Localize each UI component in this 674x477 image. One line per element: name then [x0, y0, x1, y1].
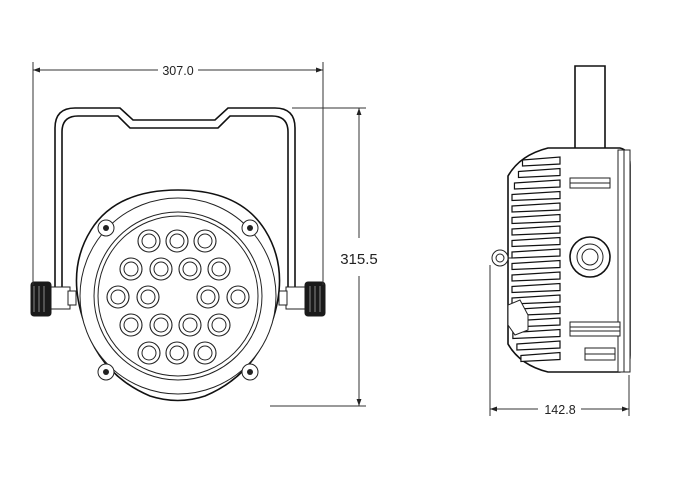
led-lens — [149, 313, 173, 337]
led-lens — [178, 257, 202, 281]
led-lens — [193, 341, 217, 365]
left-knob — [30, 281, 77, 317]
cooling-fin — [511, 294, 561, 305]
fixture-housing — [75, 189, 281, 402]
led-lens — [119, 257, 143, 281]
led-lens — [137, 341, 161, 365]
led-lens — [196, 285, 220, 309]
height-dimension: 315.5 — [270, 107, 378, 407]
led-lens — [207, 313, 231, 337]
cooling-fin — [511, 248, 561, 259]
rear-connector — [507, 299, 529, 336]
front-view: 307.0 315.5 — [30, 62, 378, 407]
depth-dimension-label: 142.8 — [544, 403, 575, 417]
cooling-fin — [511, 282, 561, 294]
cooling-fin — [511, 213, 561, 225]
led-lens — [165, 229, 189, 253]
pivot-knob — [569, 236, 611, 278]
cooling-fin — [511, 236, 561, 248]
right-knob — [278, 281, 326, 317]
cooling-fin — [511, 190, 561, 202]
led-array — [106, 229, 250, 365]
rear-ring — [491, 249, 514, 267]
depth-dimension: 142.8 — [489, 265, 630, 417]
side-view: 142.8 — [489, 65, 631, 417]
led-lens — [207, 257, 231, 281]
led-lens — [137, 229, 161, 253]
width-dimension-label: 307.0 — [162, 64, 193, 78]
led-lens — [149, 257, 173, 281]
led-lens — [119, 313, 143, 337]
cooling-fin — [513, 179, 561, 190]
cooling-fin — [511, 202, 561, 213]
led-lens — [165, 341, 189, 365]
cooling-fin — [517, 167, 561, 179]
led-lens — [226, 285, 250, 309]
housing-screws — [97, 219, 259, 381]
width-dimension: 307.0 — [32, 62, 324, 285]
cooling-fin — [511, 225, 561, 236]
led-lens — [106, 285, 130, 309]
side-vents — [569, 177, 621, 361]
cooling-fin — [516, 340, 561, 351]
cooling-fin — [511, 271, 561, 282]
cooling-fin — [520, 351, 561, 363]
height-dimension-label: 315.5 — [340, 251, 378, 268]
led-lens — [136, 285, 160, 309]
cooling-fin — [511, 259, 561, 271]
cooling-fin — [521, 156, 561, 167]
led-lens — [178, 313, 202, 337]
led-lens — [193, 229, 217, 253]
